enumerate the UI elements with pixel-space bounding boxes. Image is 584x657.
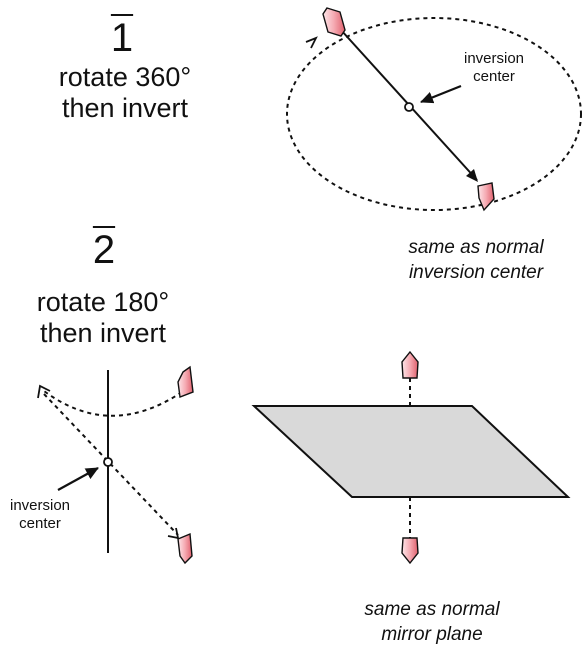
section2-inversion-label: inversion center: [0, 497, 80, 533]
rotation-arc-dashed: [43, 390, 183, 417]
inversion-center-pointer: [420, 84, 462, 104]
rotoinversion-2-diagram: [37, 365, 194, 565]
object-bottom-shape: [477, 182, 495, 212]
section1-description: rotate 360° then invert: [40, 62, 210, 124]
inversion-center-pointer: [57, 467, 99, 491]
object-bottom-right-shape: [177, 532, 193, 565]
section1-inversion-label: inversion center: [449, 50, 539, 86]
section2-desc-line2: then invert: [39, 318, 167, 348]
object-below-plane-shape: [401, 537, 419, 565]
rotation-arrowhead: [305, 36, 318, 49]
section1-inversion-label-line1: inversion: [463, 50, 525, 67]
symbol-1-text: 1: [110, 16, 134, 60]
inversion-center-point: [404, 102, 414, 112]
section2-inversion-label-line2: center: [19, 515, 61, 532]
rotation-arc-arrowhead: [37, 384, 51, 399]
section2-description: rotate 180° then invert: [18, 287, 188, 349]
object-above-plane-shape: [401, 350, 419, 379]
mirror-plane: [251, 405, 571, 498]
section1-note-line2: inversion center: [408, 262, 544, 283]
section2-desc-line1: rotate 180°: [36, 287, 170, 317]
rotation-path-ellipse: [286, 17, 582, 211]
section1-desc-line2: then invert: [61, 93, 189, 123]
section1-inversion-label-line2: center: [473, 68, 515, 85]
axis-arrowhead: [466, 169, 478, 182]
mirror-plane-diagram: [251, 350, 571, 565]
section1-note-line1: same as normal: [408, 237, 544, 258]
section2-note-line2: mirror plane: [381, 624, 483, 645]
symbol-2-text: 2: [92, 228, 116, 272]
symbol-1-bar: 1: [100, 18, 144, 58]
inversion-center-point: [103, 457, 113, 467]
section2-note: same as normal mirror plane: [352, 597, 512, 647]
object-top-right-shape: [177, 365, 194, 398]
section1-note: same as normal inversion center: [386, 235, 566, 285]
symbol-2-bar: 2: [82, 230, 126, 270]
section1-desc-line1: rotate 360°: [58, 62, 192, 92]
inversion-path-arrowhead: [167, 527, 180, 540]
rotoinversion-1-diagram: [286, 7, 582, 212]
object-top-shape: [322, 7, 346, 37]
section2-note-line1: same as normal: [364, 599, 500, 620]
section2-inversion-label-line1: inversion: [9, 497, 71, 514]
